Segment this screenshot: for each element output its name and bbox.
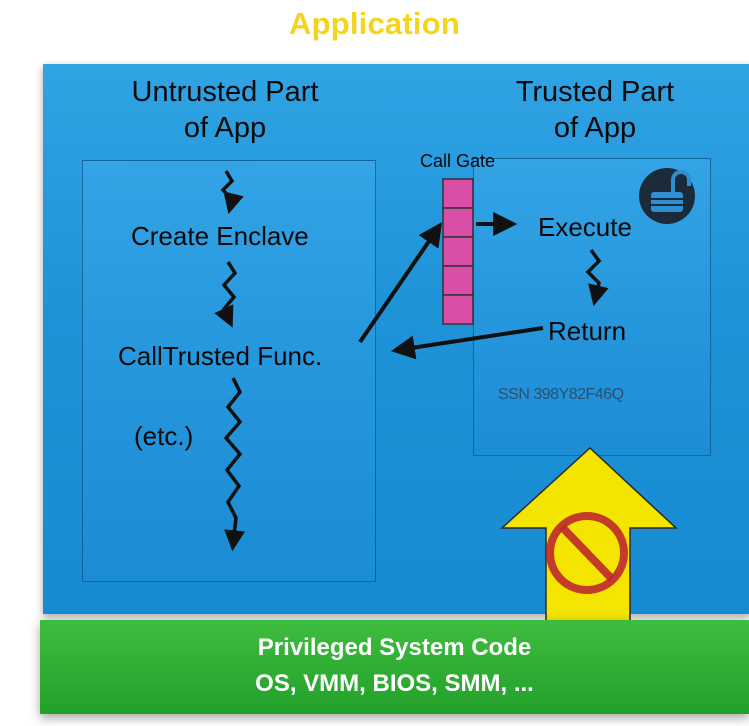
call-gate: [442, 178, 474, 325]
system-line1: Privileged System Code: [257, 634, 532, 661]
squiggle-arrow: [585, 248, 609, 307]
call-gate-label: Call Gate: [420, 151, 496, 171]
untrusted-heading-line1: Untrusted Part: [131, 76, 319, 108]
return-arrow: [390, 326, 544, 360]
trusted-heading-line2: of App: [553, 112, 637, 144]
privileged-system-code: Privileged System Code OS, VMM, BIOS, SM…: [40, 620, 749, 714]
etc-label: (etc.): [134, 421, 194, 451]
squiggle-arrow: [220, 170, 244, 215]
call-trusted-func-label: CallTrusted Func.: [118, 341, 323, 371]
call-gate-slot: [442, 207, 474, 238]
blocked-access-arrow: [500, 446, 678, 623]
squiggle-arrow: [214, 261, 238, 328]
untrusted-region: [82, 160, 376, 582]
unlock-icon: [639, 168, 695, 224]
secret-data-label: SSN 398Y82F46Q: [498, 386, 624, 403]
call-gate-slot: [442, 294, 474, 325]
call-arrow: [358, 222, 443, 344]
execute-label: Execute: [538, 212, 632, 242]
create-enclave-label: Create Enclave: [131, 221, 309, 251]
application-title: Application: [289, 6, 460, 41]
system-line2: OS, VMM, BIOS, SMM, ...: [255, 670, 534, 697]
return-label: Return: [548, 316, 627, 346]
trusted-heading-line1: Trusted Part: [515, 76, 675, 108]
untrusted-heading: Untrusted Part of App: [100, 74, 350, 146]
trusted-heading: Trusted Part of App: [490, 74, 700, 146]
call-gate-slot: [442, 265, 474, 296]
prohibited-icon: [546, 512, 628, 594]
call-gate-slot: [442, 178, 474, 209]
untrusted-heading-line2: of App: [183, 112, 267, 144]
call-gate-slot: [442, 236, 474, 267]
squiggle-arrow: [223, 377, 246, 552]
